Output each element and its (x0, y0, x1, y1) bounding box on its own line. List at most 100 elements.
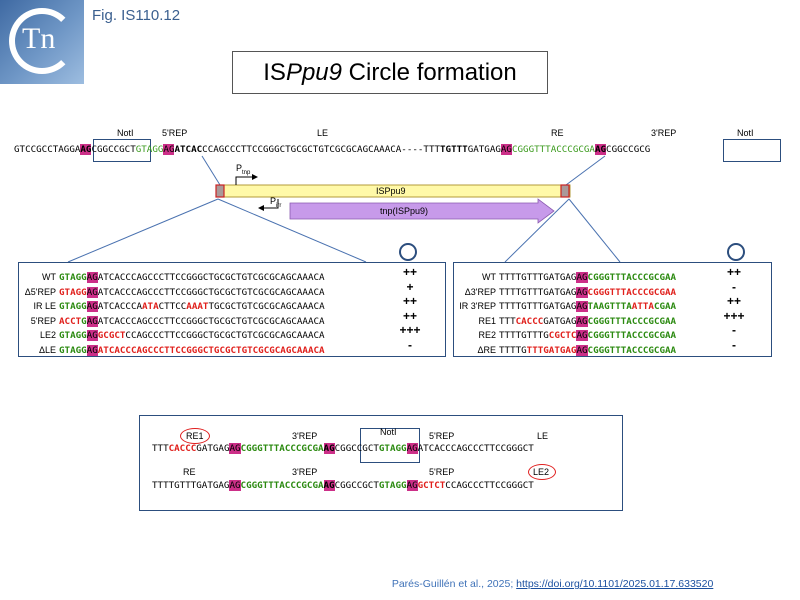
sequence-segment: AG (406, 480, 418, 491)
sequence-segment: AG (594, 144, 607, 155)
variant-segment: AG (576, 286, 588, 298)
sequence-segment: CGGCCGCG (606, 144, 651, 155)
activity-mark: - (732, 323, 736, 337)
tn-logo: Tn (0, 0, 84, 84)
variant-segment: AG (576, 272, 588, 283)
sequence-segment: ATCACCCAGCCCTTCCGGGCT (417, 443, 534, 454)
page-title: ISPpu9 Circle formation (232, 51, 548, 94)
line-left-panel-b (217, 198, 367, 263)
sequence-segment: AG (80, 144, 92, 155)
variant-label: Δ3'REP (464, 286, 496, 297)
pirr-arrow (264, 199, 279, 209)
variant-label: 5'REP (30, 315, 56, 326)
variant-segment: CTTCC (158, 301, 187, 312)
variant-segment: AG (576, 330, 588, 341)
tnp-arrow (289, 198, 555, 224)
variant-segment: AG (86, 301, 98, 312)
label-notI-right: NotI (737, 128, 754, 138)
variant-segment: CGGGTTTACCCGCGAA (587, 272, 677, 283)
variant-sequence: TTTCACCCGATGAGAGCGGGTTTACCCGCGAA (499, 315, 677, 327)
sequence-segment: GTAGG (135, 144, 164, 155)
label-re: RE (551, 128, 564, 138)
variant-segment: GTAGG (59, 344, 87, 356)
variant-segment: TTTTG (499, 344, 527, 356)
variant-segment: AG (576, 301, 588, 312)
sequence-segment: CGGGTTTACCCGCGA (240, 480, 324, 491)
variant-segment: AAAT (186, 301, 209, 312)
sequence-segment: AG (229, 480, 241, 491)
variant-label: Δ5'REP (24, 286, 56, 297)
right-end-marker (560, 184, 570, 198)
variant-segment: CGCTC (548, 330, 577, 341)
variant-label: RE1 (478, 315, 496, 326)
variant-segment: CGAA (653, 301, 677, 312)
re1-oval (180, 428, 210, 444)
activity-mark: ++ (726, 294, 741, 308)
figure-label: Fig. IS110.12 (92, 7, 181, 24)
sequence-segment: AG (229, 443, 241, 454)
bottom-label-le: LE (537, 431, 549, 441)
variant-segment: AG (86, 272, 98, 283)
sequence-segment: GATGAG (467, 144, 501, 155)
sequence-segment: AG (323, 480, 335, 491)
bottom-label-3rep: 3'REP (292, 431, 318, 441)
variant-sequence: GTAGGAGGCGCTCCAGCCCTTCCGGGCTGCGCTGTCGCGC… (59, 330, 325, 341)
variant-segment: TTTTGTTTGATGAG (499, 286, 577, 298)
variant-segment: CGGGTTTACCCGCGAA (587, 330, 677, 341)
variant-segment: TTTGATGAG (526, 344, 577, 356)
activity-mark: ++ (402, 308, 417, 323)
variant-segment: AG (86, 344, 98, 356)
sequence-segment: GTAGG (378, 443, 407, 454)
variant-sequence: GTAGGAGATCACCCAGCCCTTCCGGGCTGCGCTGTCGCGC… (59, 272, 325, 283)
sequence-segment: CCAGCCCTTCCGGGCT (445, 480, 534, 491)
variant-segment: CGGGTTTACCCGCGAA (587, 315, 677, 327)
notI-box-left (93, 139, 151, 162)
circle-icon-right (727, 243, 745, 261)
variant-label: WT (482, 272, 496, 282)
variant-segment: G (81, 315, 87, 327)
variant-segment: GCGCT (97, 330, 126, 341)
variant-segment: CCAGCCCTTCCGGGCTGCGCTGTCGCGCAGCAAACA (125, 330, 325, 341)
variant-label: IR LE (33, 301, 56, 311)
variant-segment: AG (576, 315, 588, 327)
line-left-panel-a (67, 198, 219, 263)
sequence-segment: GTCCGCCTAGGA (14, 144, 81, 155)
sequence-segment: CGGCCGCT (91, 144, 136, 155)
variant-segment: ATCACCCAGCCCTTCCGGGCTGCGCTGTCGCGCAGCAAAC… (97, 315, 325, 327)
top-sequence: GTCCGCCTAGGAAGCGGCCGCTGTAGGAGATCACCCAGCC… (14, 144, 650, 156)
variant-segment: TGCGCTGTCGCGCAGCAAACA (208, 301, 325, 312)
variant-segment: CGGGTTTACCCGCGAA (587, 344, 677, 356)
title-italic: Ppu9 (285, 59, 343, 86)
activity-mark: - (732, 279, 736, 294)
variant-segment: TTTTGTTTGATGAG (499, 272, 577, 283)
activity-mark: + (406, 279, 414, 294)
variant-label: ΔRE (477, 344, 496, 355)
sequence-segment: AG (406, 443, 418, 454)
sequence-segment: CGGCCGCT (334, 480, 379, 491)
variant-sequence: GTAGGAGATCACCCAGCCCTTCCGGGCTGCGCTGTCGCGC… (59, 344, 325, 356)
variant-sequence: ACCTGAGATCACCCAGCCCTTCCGGGCTGCGCTGTCGCGC… (59, 315, 325, 327)
variant-sequence: GTAGGAGATCACCCAATACTTCCAAATTGCGCTGTCGCGC… (59, 301, 325, 312)
activity-mark: ++ (402, 294, 417, 308)
variant-label: IR 3'REP (459, 301, 496, 311)
bottom-label-le2: LE2 (533, 467, 550, 477)
line-right-panel-a (504, 198, 570, 263)
sequence-segment: CGGCCGCT (334, 443, 379, 454)
sequence-segment: AG (500, 144, 512, 155)
left-end-marker (215, 184, 225, 198)
pirr-arrowhead (258, 205, 264, 211)
bottom-label-5rep: 5'REP (429, 431, 455, 441)
line-re-top (565, 155, 606, 186)
sequence-segment: TTTTGTTTGATGAG (152, 480, 230, 491)
variant-segment: AG (86, 286, 98, 298)
activity-mark: - (732, 337, 736, 352)
citation-link[interactable]: https://doi.org/10.1101/2025.01.17.63352… (516, 578, 714, 590)
label-le: LE (317, 128, 329, 138)
activity-mark: +++ (723, 308, 745, 323)
sequence-segment: TTT (152, 443, 169, 454)
